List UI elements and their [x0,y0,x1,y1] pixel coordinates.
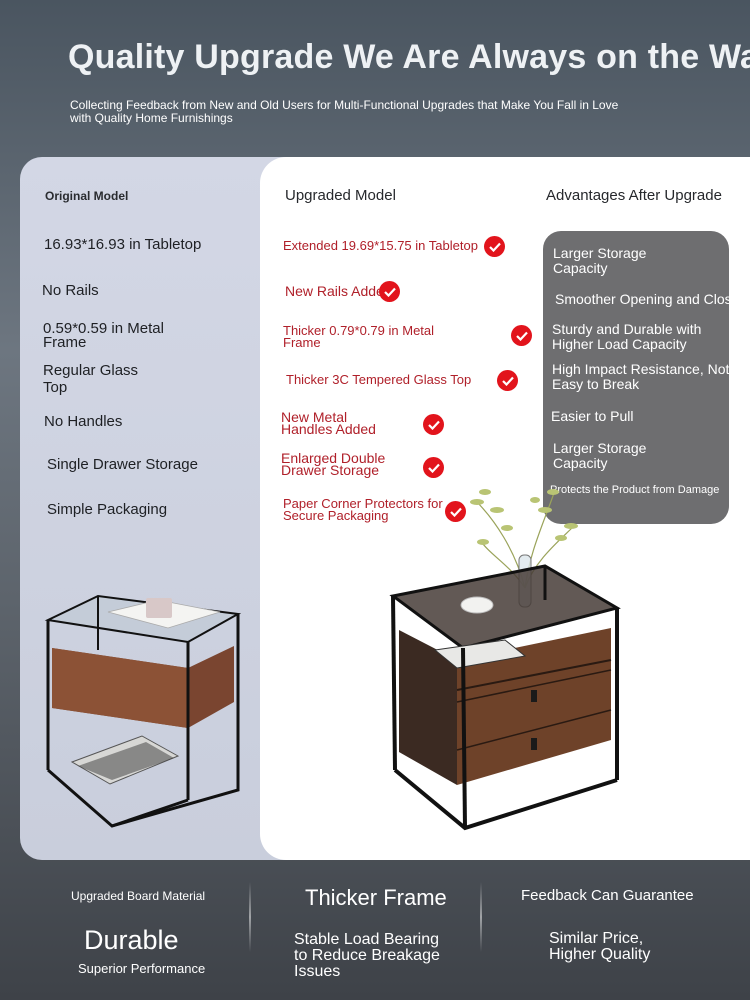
upgraded-item-rails: New Rails Added [285,283,392,299]
bottom-col2-sub: Stable Load Bearing to Reduce Breakage I… [294,931,440,980]
upgraded-item-packaging: Paper Corner Protectors for Secure Packa… [283,496,443,523]
original-item-tabletop: 16.93*16.93 in Tabletop [44,236,202,253]
original-item-frame: 0.59*0.59 in Metal Frame [43,320,164,351]
original-item-drawer: Single Drawer Storage [47,456,198,473]
check-circle-icon [484,236,505,257]
bottom-col1-caption: Upgraded Board Material [71,889,206,903]
check-circle-icon [423,414,444,435]
check-circle-icon [379,281,400,302]
advantage-item: High Impact Resistance, Not Easy to Brea… [552,361,729,392]
subheadline: Collecting Feedback from New and Old Use… [70,98,619,125]
advantage-item: Larger Storage Capacity [553,440,647,471]
upgraded-item-drawer: Enlarged Double Drawer Storage [281,450,386,478]
advantage-item: Sturdy and Durable with Higher Load Capa… [552,321,702,352]
bottom-col2-title: Thicker Frame [305,885,447,910]
advantage-item: Larger Storage Capacity [553,245,647,276]
original-model-header: Original Model [45,189,129,203]
upgraded-item-tabletop: Extended 19.69*15.75 in Tabletop [283,238,478,253]
upgraded-item-handles: New Metal Handles Added [281,409,376,437]
headline: Quality Upgrade We Are Always on the Way [68,38,750,76]
check-circle-icon [423,457,444,478]
advantages-header: Advantages After Upgrade [546,187,722,204]
upgraded-item-glass: Thicker 3C Tempered Glass Top [286,372,472,387]
original-item-packaging: Simple Packaging [47,501,168,518]
check-circle-icon [511,325,532,346]
advantage-item: Protects the Product from Damage [550,484,720,496]
bottom-col3-sub: Similar Price, Higher Quality [549,930,651,963]
bottom-col1-title: Durable [84,925,179,955]
upgraded-table-illustration [389,489,621,831]
check-circle-icon [445,501,466,522]
upgraded-item-frame: Thicker 0.79*0.79 in Metal Frame [283,323,435,350]
bottom-col1-sub: Superior Performance [78,961,206,976]
bottom-divider [249,882,251,952]
check-circle-icon [497,370,518,391]
advantages-box: Larger Storage Capacity Smoother Opening… [543,231,729,524]
bottom-col3-caption: Feedback Can Guarantee [521,887,694,904]
original-item-glass: Regular Glass Top [43,362,139,396]
original-table-illustration [44,594,242,828]
original-item-handles: No Handles [44,413,123,430]
advantage-item: Smoother Opening and Closing [555,291,729,307]
advantage-item: Easier to Pull [551,408,634,424]
bottom-divider [480,882,482,952]
original-item-rails: No Rails [42,282,99,299]
upgraded-model-header: Upgraded Model [285,187,396,204]
